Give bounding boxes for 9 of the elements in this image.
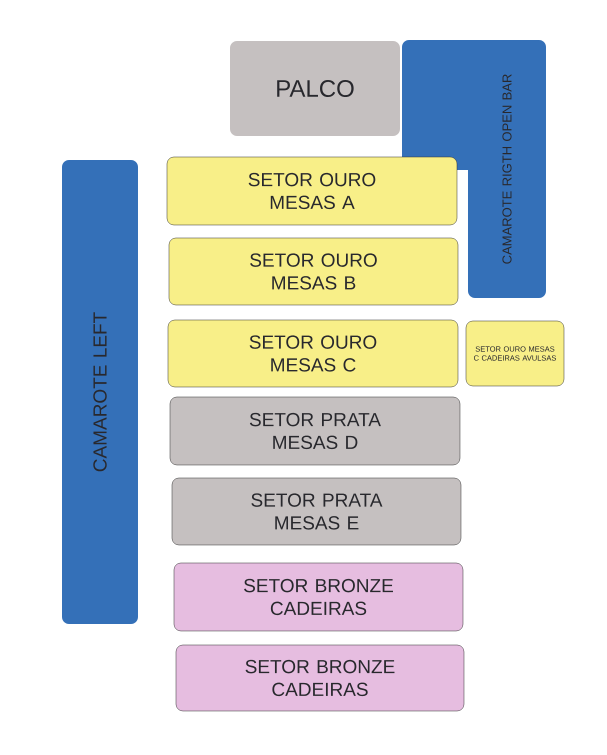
seating-section: SETOR PRATA MESAS D (170, 396, 460, 466)
lounge-area: CAMAROTE LEFT (62, 160, 138, 624)
stage-block: PALCO (230, 41, 400, 136)
seating-section: SETOR BRONZE CADEIRAS (174, 562, 464, 632)
seating-section: SETOR BRONZE CADEIRAS (176, 644, 464, 712)
seating-section: SETOR OURO MESAS A (166, 156, 458, 226)
seating-section: SETOR OURO MESAS B (168, 238, 458, 306)
seating-section: SETOR OURO MESAS C (168, 320, 458, 388)
seating-section: SETOR PRATA MESAS E (172, 478, 462, 546)
